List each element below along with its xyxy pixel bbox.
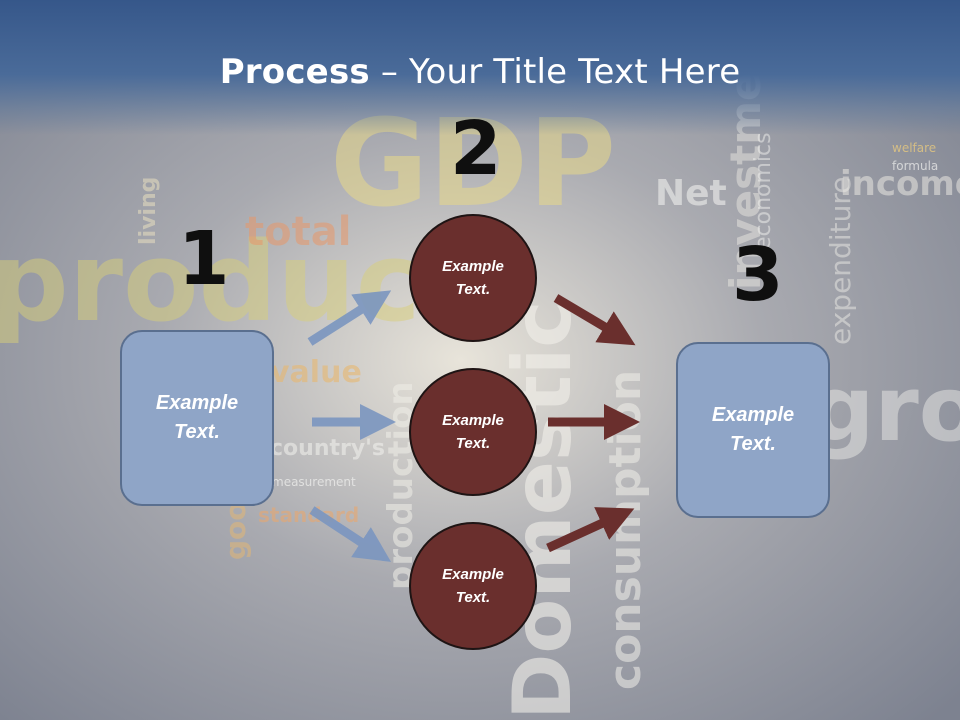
step-number-2: 2 [450, 106, 502, 192]
circle-top: Example Text. [409, 214, 537, 342]
bg-word: gross [810, 357, 960, 462]
bg-word: value [270, 355, 362, 390]
left-text-box: Example Text. [120, 330, 274, 506]
bg-word: Net [655, 173, 727, 214]
circle-bottom: Example Text. [409, 522, 537, 650]
circle-bottom-text: Example Text. [442, 566, 504, 606]
left-box-text: Example Text. [155, 392, 239, 443]
bg-word: measurement [272, 475, 356, 489]
title-rest: – Your Title Text Here [369, 52, 741, 92]
bg-word: formula [892, 159, 938, 173]
bg-word: economics [751, 132, 776, 250]
step-number-1: 1 [178, 216, 230, 302]
circle-middle-text: Example Text. [442, 412, 504, 452]
bg-word: welfare [892, 141, 936, 155]
bg-word: Domestic [496, 300, 589, 720]
arrow-top-to-right [553, 294, 636, 346]
arrow-left-to-bottom [309, 506, 392, 562]
title-bold: Process [219, 52, 370, 92]
bg-word: expenditure [824, 177, 857, 345]
title-band [0, 0, 960, 135]
bg-word: total [245, 209, 351, 255]
bg-word: country's [270, 436, 385, 461]
circle-middle: Example Text. [409, 368, 537, 496]
right-text-box: Example Text. [676, 342, 830, 518]
arrow-bottom-to-right [546, 507, 635, 553]
circle-top-text: Example Text. [442, 258, 504, 298]
bg-word: product [0, 218, 473, 346]
right-box-text: Example Text. [711, 404, 795, 455]
step-number-3: 3 [732, 232, 784, 318]
arrow-left-to-top [307, 290, 392, 346]
bg-word: standard [258, 503, 359, 527]
slide-title: Process – Your Title Text Here [0, 52, 960, 92]
bg-word: income [840, 164, 960, 204]
bg-word: living [136, 177, 161, 245]
